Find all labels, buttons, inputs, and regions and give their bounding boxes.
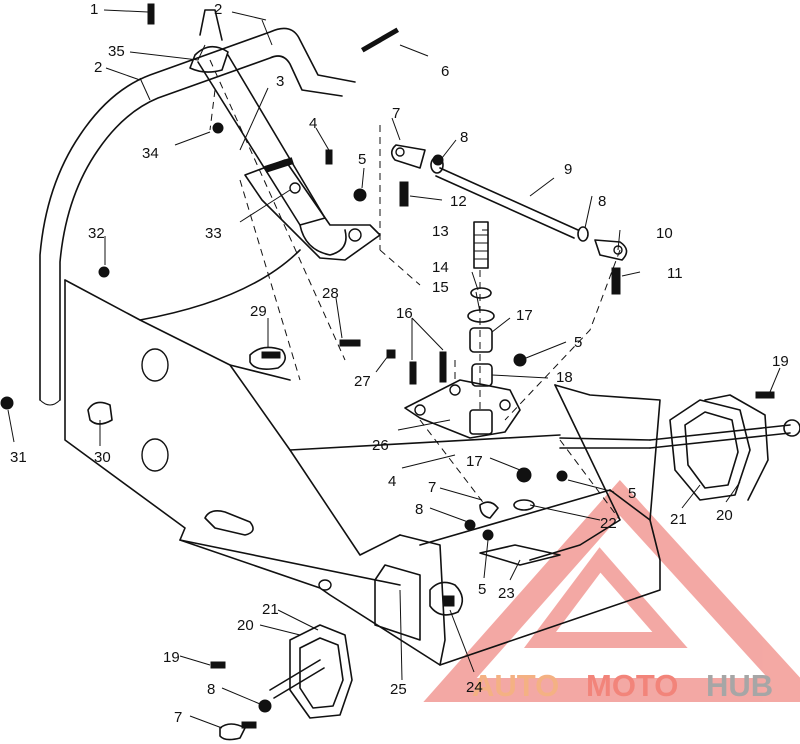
callout-8: 8 [207,681,215,698]
callout-17: 17 [516,307,533,324]
callout-5: 5 [358,151,366,168]
watermark-logo [423,480,800,702]
callout-19: 19 [772,353,789,370]
watermark-auto-text: AUTO [472,668,559,703]
watermark-text: AUTO MOTO HUB [472,668,773,703]
callout-5: 5 [628,485,636,502]
leader-lines [7,9,781,729]
callout-13: 13 [432,223,449,240]
callout-21: 21 [670,511,687,528]
callout-7: 7 [174,709,182,726]
callout-17: 17 [466,453,483,470]
callout-27: 27 [354,373,371,390]
callout-5: 5 [478,581,486,598]
callout-29: 29 [250,303,267,320]
callout-20: 20 [716,507,733,524]
callout-3: 3 [276,73,284,90]
watermark-triangle-icon [423,480,800,702]
callout-25: 25 [390,681,407,698]
callout-7: 7 [392,105,400,122]
callout-8: 8 [415,501,423,518]
callout-26: 26 [372,437,389,454]
callout-12: 12 [450,193,467,210]
spindle-left [210,624,353,741]
steering-post [197,54,381,261]
tie-rod [390,144,628,295]
handlebar [39,9,356,406]
callout-10: 10 [656,225,673,242]
callout-2: 2 [214,1,222,18]
callout-34: 34 [142,145,159,162]
callout-33: 33 [205,225,222,242]
centerlines [209,59,621,521]
callout-9: 9 [564,161,572,178]
callout-30: 30 [94,449,111,466]
callout-28: 28 [322,285,339,302]
callout-35: 35 [108,43,125,60]
callout-20: 20 [237,617,254,634]
callout-21: 21 [262,601,279,618]
watermark-inner-triangle-icon [524,547,688,648]
fasteners [0,3,568,607]
callout-14: 14 [432,259,449,276]
callout-15: 15 [432,279,449,296]
callout-16: 16 [396,305,413,322]
callout-23: 23 [498,585,515,602]
callout-2: 2 [94,59,102,76]
pivot-plate [404,351,521,439]
callout-4: 4 [388,473,396,490]
callout-4: 4 [309,115,317,132]
watermark-hub-text: HUB [706,668,773,703]
callout-18: 18 [556,369,573,386]
callout-19: 19 [163,649,180,666]
callout-8: 8 [598,193,606,210]
callout-labels: 1 2 35 2 3 6 34 4 7 8 5 9 12 33 8 10 11 … [10,1,789,726]
callout-11: 11 [667,265,683,282]
main-frame [64,249,661,666]
callout-24: 24 [466,679,483,696]
callout-5: 5 [574,334,582,351]
callout-22: 22 [600,515,617,532]
callout-7: 7 [428,479,436,496]
callout-1: 1 [90,1,98,18]
watermark-moto-text: MOTO [586,668,678,703]
callout-31: 31 [10,449,27,466]
spindle-right [559,391,800,501]
callout-6: 6 [441,63,449,80]
callout-8: 8 [460,129,468,146]
callout-32: 32 [88,225,105,242]
